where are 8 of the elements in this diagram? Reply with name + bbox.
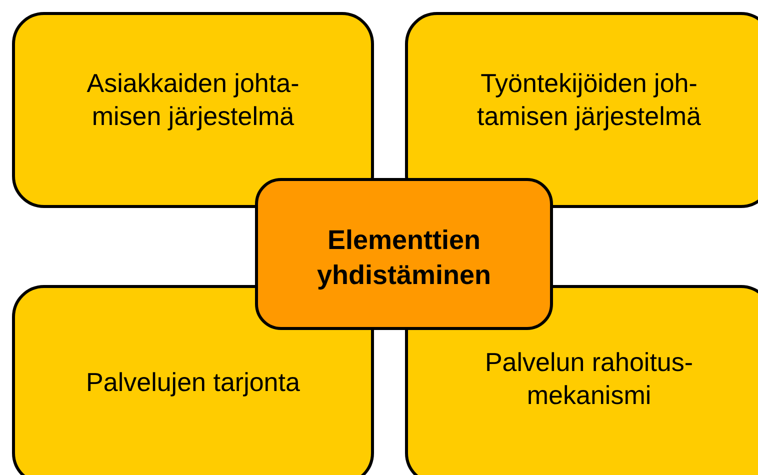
- central-box: [255, 178, 553, 330]
- box-label: Työntekijöiden joh- tamisen järjestelmä: [476, 67, 702, 133]
- topic-box: [12, 12, 374, 208]
- box-label: Asiakkaiden johta- misen järjestelmä: [86, 67, 300, 133]
- topic-box: [405, 12, 758, 208]
- box-label: Palvelun rahoitus- mekanismi: [484, 346, 694, 412]
- box-label: Elementtien yhdistäminen: [316, 224, 492, 292]
- box-label: Palvelujen tarjonta: [85, 366, 301, 399]
